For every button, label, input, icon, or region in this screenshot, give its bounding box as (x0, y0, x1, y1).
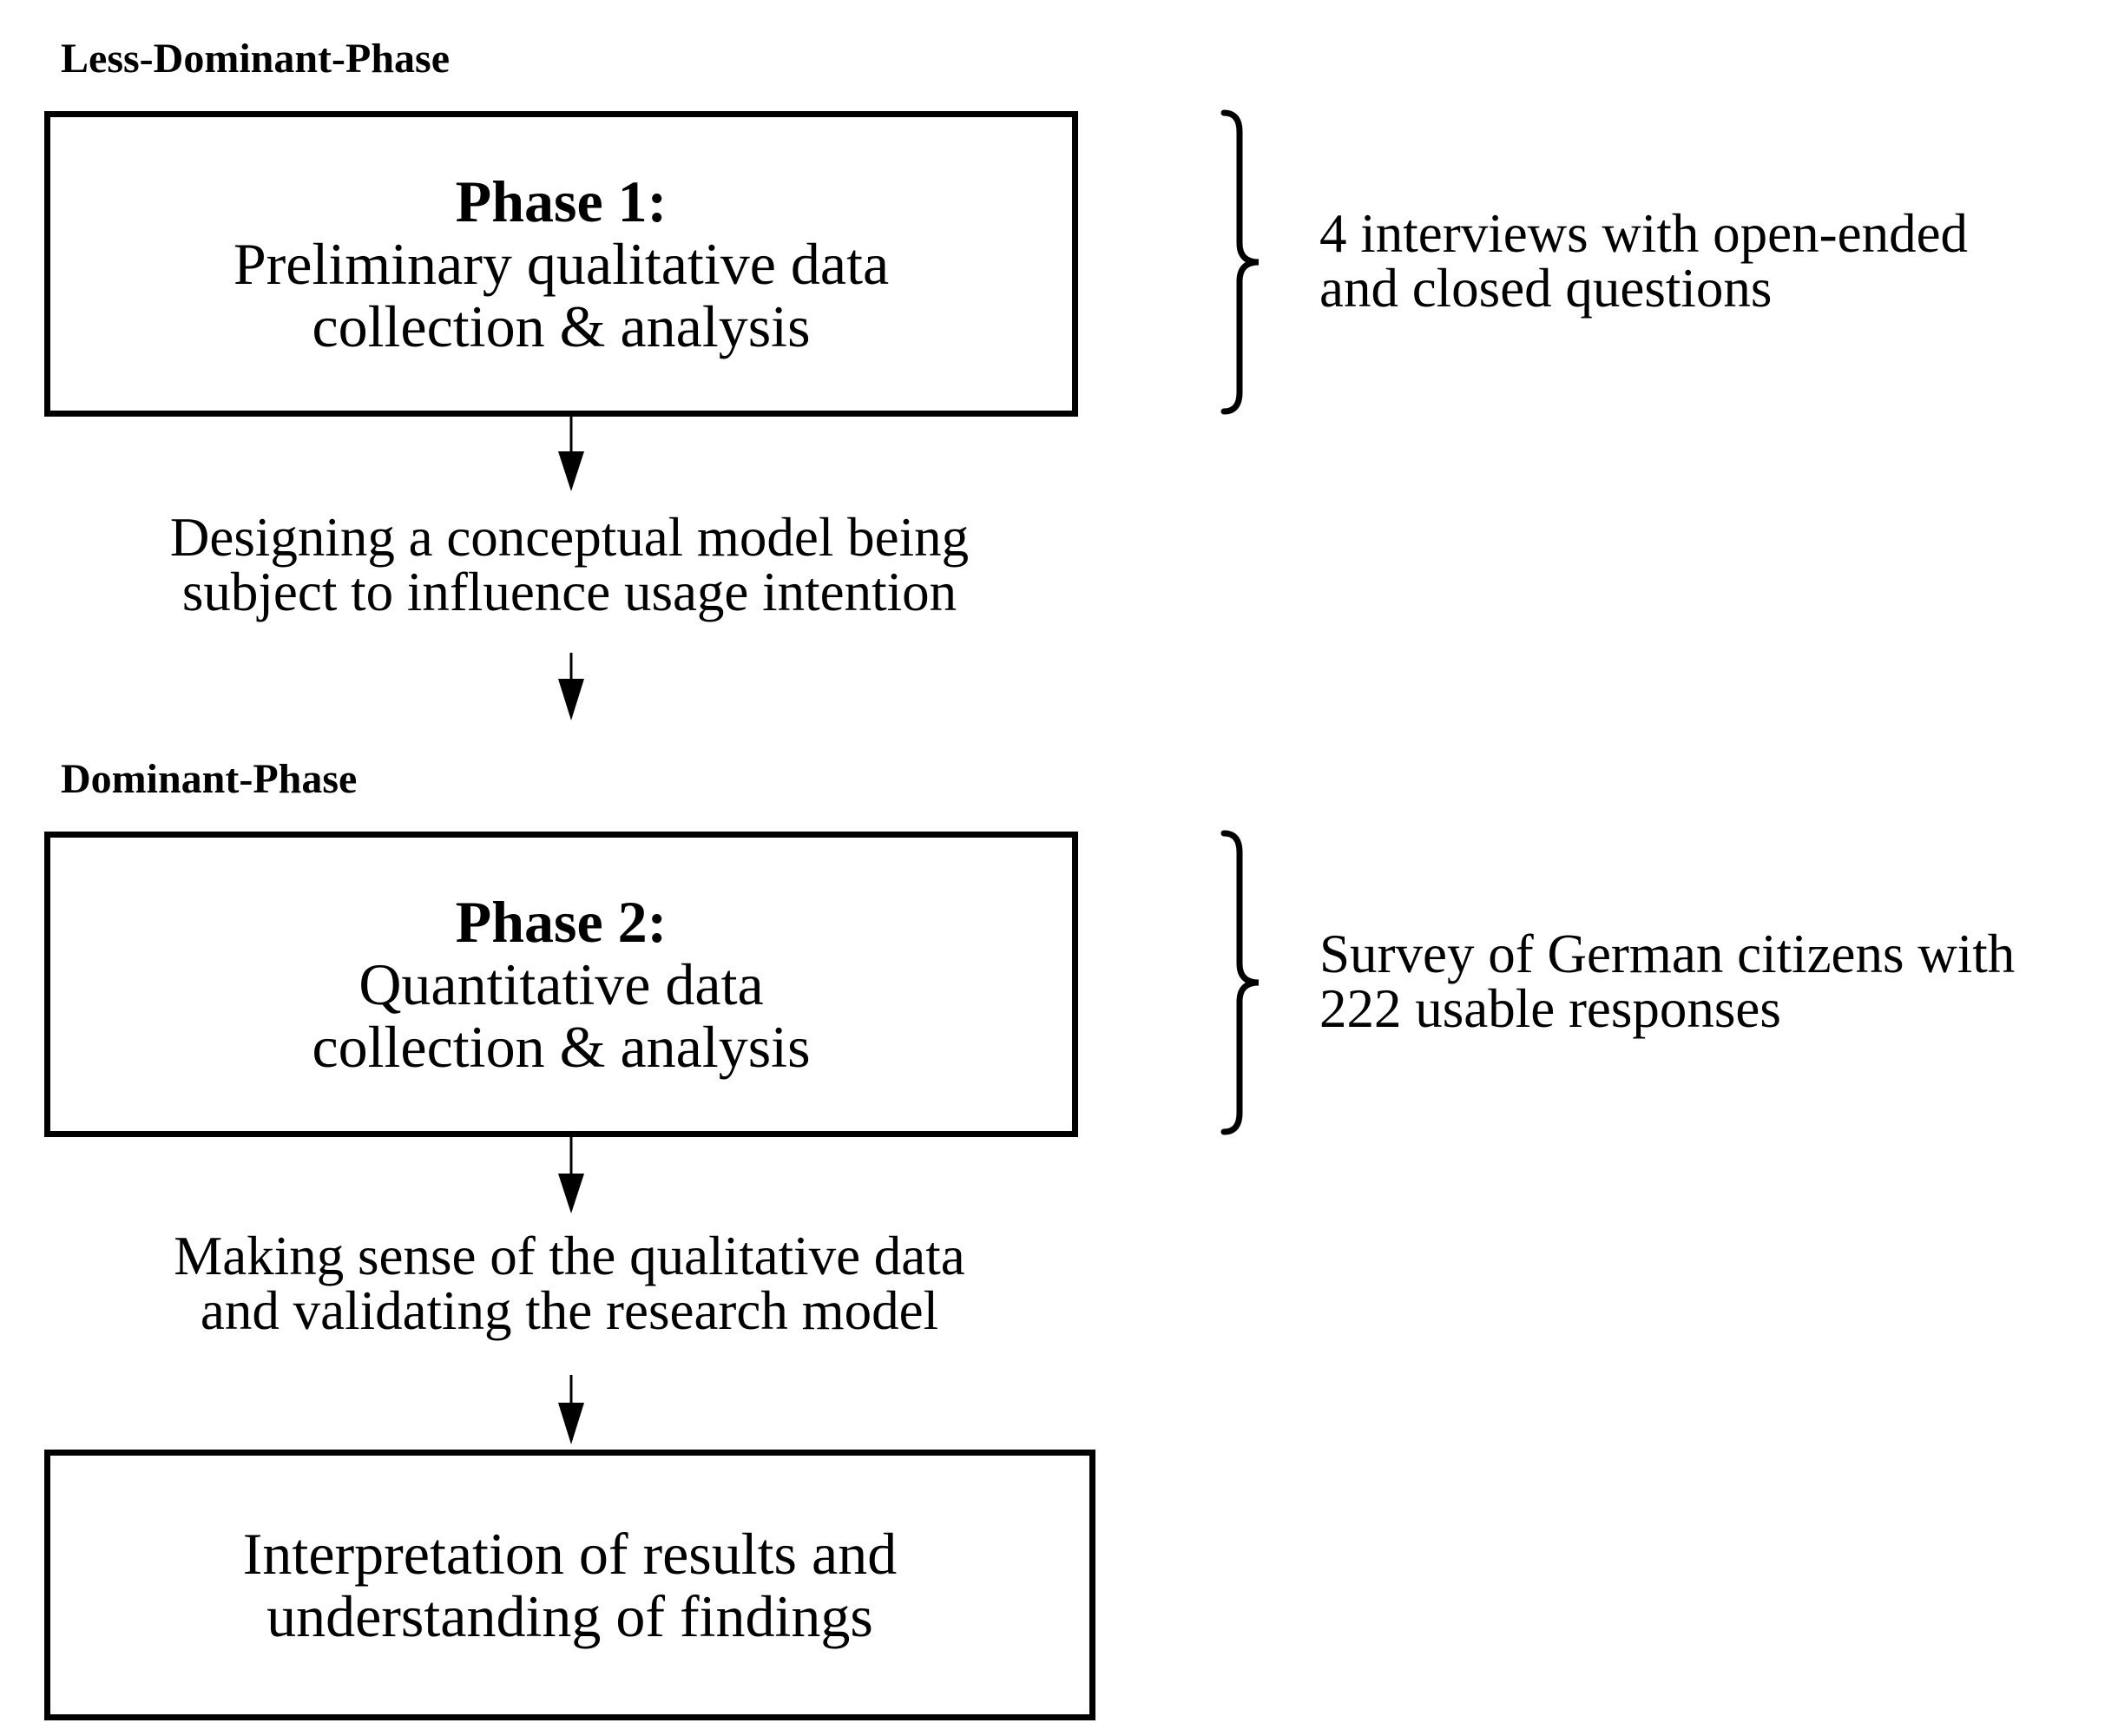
phase2-line2: collection & analysis (312, 1014, 811, 1080)
final-line1: Interpretation of results and (242, 1521, 898, 1587)
phase1-note-line1: 4 interviews with open-ended (1319, 203, 1969, 264)
step1-line2: subject to influence usage intention (181, 562, 957, 622)
final-box: Interpretation of results and understand… (44, 1450, 1095, 1720)
phase1-box: Phase 1: Preliminary qualitative data co… (44, 111, 1078, 417)
phase2-title: Phase 2: (455, 889, 668, 955)
phase2-line1: Quantitative data (358, 951, 764, 1017)
phase2-note-line2: 222 usable responses (1319, 978, 1781, 1039)
phase2-box: Phase 2: Quantitative data collection & … (44, 832, 1078, 1137)
phase2-note: Survey of German citizens with 222 usabl… (1319, 927, 2015, 1036)
phase1-line1: Preliminary qualitative data (233, 231, 890, 297)
step1-line1: Designing a conceptual model being (169, 507, 970, 568)
arrow-phase1-to-step1 (558, 417, 584, 491)
dominant-phase-label: Dominant-Phase (61, 756, 358, 802)
phase1-line2: collection & analysis (312, 293, 811, 359)
final-line2: understanding of findings (266, 1583, 873, 1649)
brace-phase2 (1220, 830, 1260, 1135)
step2-text: Making sense of the qualitative data and… (35, 1229, 1104, 1338)
step2-line1: Making sense of the qualitative data (174, 1226, 965, 1286)
arrow-phase2-to-step2 (558, 1137, 584, 1213)
arrow-step2-to-final (558, 1375, 584, 1444)
brace-phase1 (1220, 109, 1260, 415)
step2-line2: and validating the research model (200, 1280, 939, 1341)
phase1-title: Phase 1: (455, 168, 668, 234)
phase1-note: 4 interviews with open-ended and closed … (1319, 207, 1968, 316)
less-dominant-phase-label: Less-Dominant-Phase (61, 36, 451, 82)
arrow-step1-to-phase2 (558, 653, 584, 720)
phase1-note-line2: and closed questions (1319, 258, 1773, 319)
step1-text: Designing a conceptual model being subje… (35, 510, 1104, 620)
phase2-note-line1: Survey of German citizens with (1319, 924, 2016, 984)
